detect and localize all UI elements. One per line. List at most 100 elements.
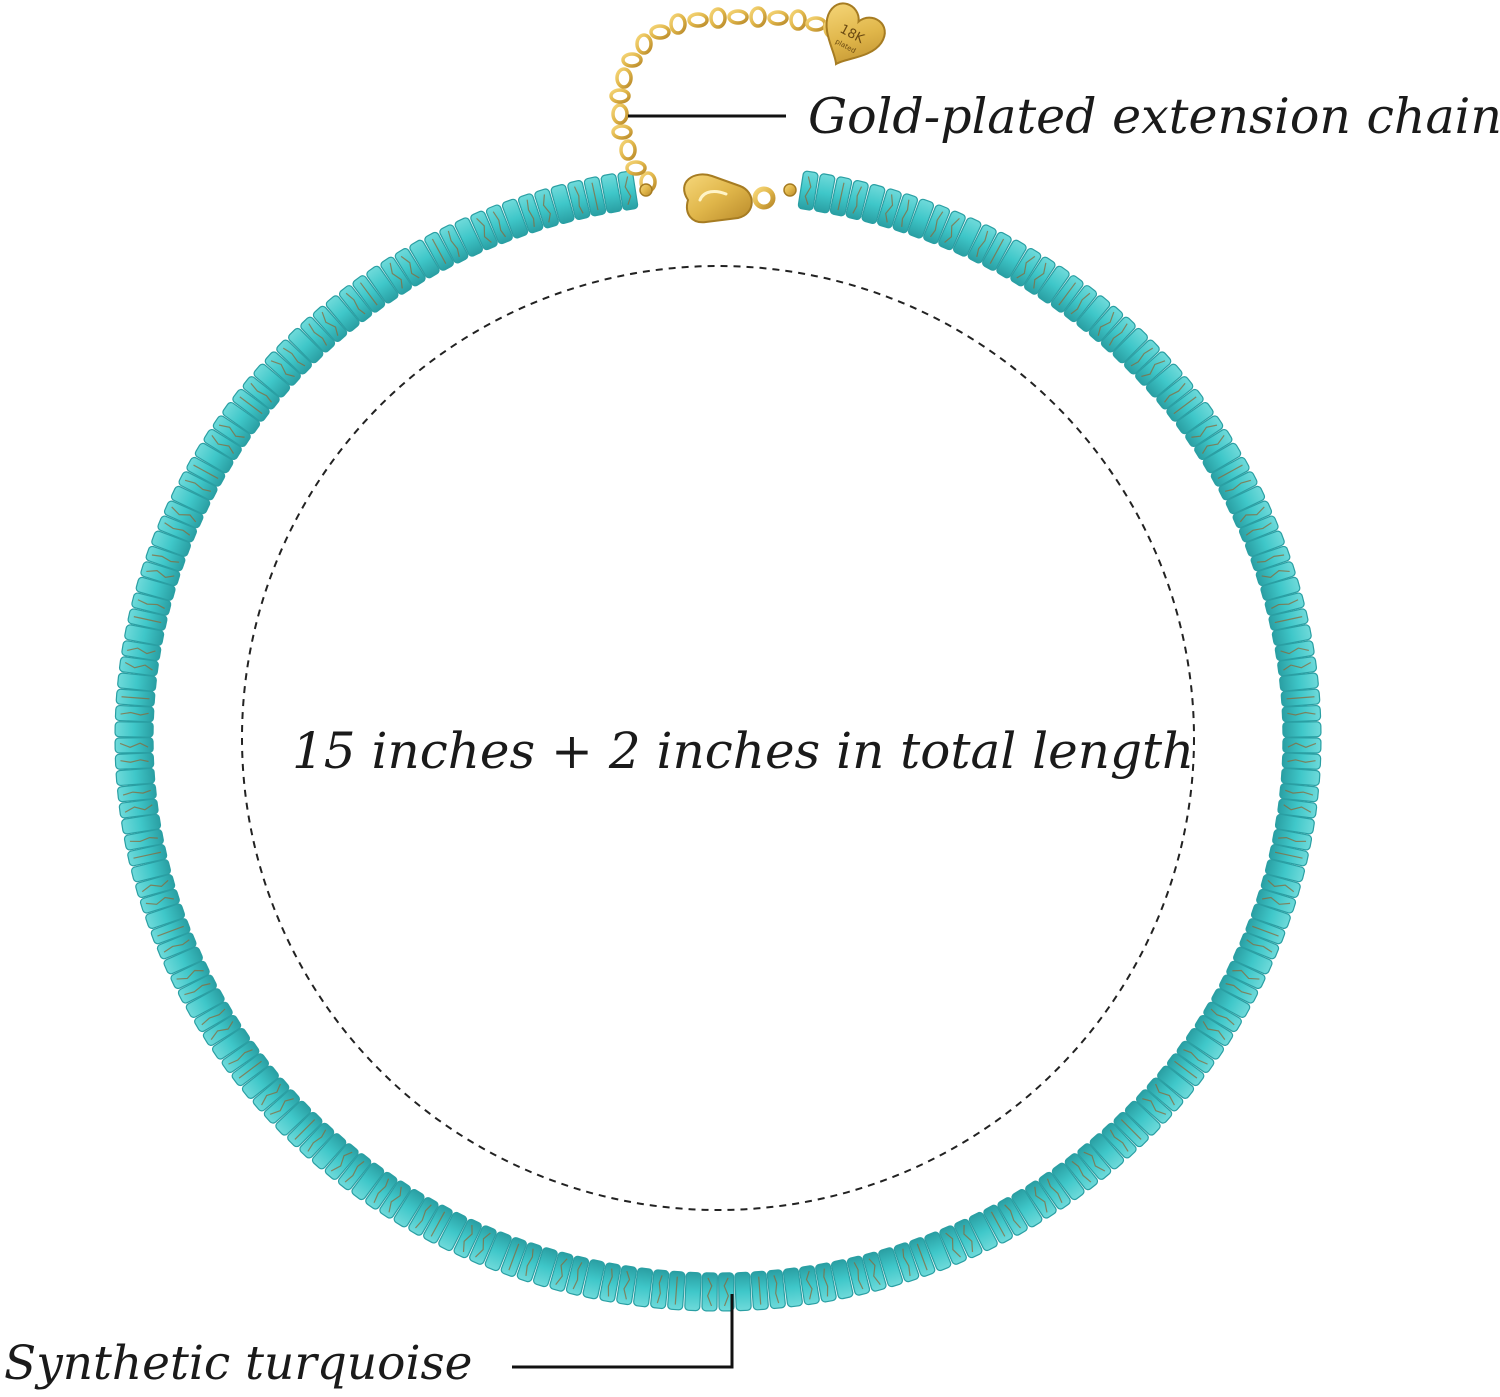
turquoise-bead <box>1185 1028 1225 1060</box>
turquoise-bead <box>1279 672 1319 692</box>
turquoise-bead <box>1088 305 1124 343</box>
turquoise-bead <box>1250 903 1291 929</box>
turquoise-bead <box>1194 428 1233 461</box>
turquoise-bead <box>115 688 156 707</box>
turquoise-bead <box>1219 974 1259 1004</box>
turquoise-bead <box>117 672 157 692</box>
chain-link <box>669 13 687 35</box>
turquoise-bead <box>118 798 159 819</box>
turquoise-bead <box>1264 592 1305 616</box>
turquoise-bead <box>338 285 373 323</box>
turquoise-bead <box>1166 388 1204 422</box>
turquoise-bead <box>684 1271 702 1312</box>
turquoise-bead <box>1260 576 1301 601</box>
turquoise-bead <box>352 275 386 313</box>
turquoise-bead <box>276 339 312 375</box>
turquoise-bead <box>140 561 181 587</box>
turquoise-bead <box>1112 327 1148 364</box>
turquoise-bead <box>123 828 164 851</box>
turquoise-bead <box>170 485 211 515</box>
turquoise-bead <box>501 198 529 239</box>
turquoise-bead <box>1272 828 1313 851</box>
turquoise-bead <box>1245 918 1286 945</box>
turquoise-bead <box>1282 721 1322 738</box>
turquoise-bead <box>288 327 324 364</box>
turquoise-bead <box>135 874 176 898</box>
turquoise-bead <box>135 576 176 601</box>
turquoise-bead <box>311 1133 347 1170</box>
turquoise-bead <box>750 1270 769 1311</box>
turquoise-bead <box>815 1262 837 1303</box>
turquoise-bead <box>967 224 997 264</box>
turquoise-bead <box>846 1255 871 1296</box>
turquoise-bead <box>121 640 162 662</box>
turquoise-bead <box>893 1242 920 1283</box>
material-label: Synthetic turquoise <box>4 1336 473 1391</box>
turquoise-bead <box>861 184 886 224</box>
turquoise-bead <box>242 376 280 410</box>
turquoise-bead <box>1146 1077 1184 1112</box>
turquoise-bead <box>797 170 819 211</box>
turquoise-bead <box>616 1265 638 1306</box>
turquoise-bead-strand <box>114 170 1322 1312</box>
turquoise-bead <box>830 1259 854 1300</box>
turquoise-bead <box>156 932 197 960</box>
chain-link <box>625 160 647 176</box>
turquoise-bead <box>115 767 156 787</box>
turquoise-bead <box>1282 736 1322 754</box>
turquoise-bead <box>438 1211 468 1252</box>
turquoise-bead <box>212 415 251 448</box>
turquoise-bead <box>130 859 172 883</box>
turquoise-bead <box>439 224 469 264</box>
turquoise-bead <box>1024 256 1056 295</box>
turquoise-bead <box>453 1218 482 1259</box>
turquoise-bead <box>117 783 157 803</box>
turquoise-bead <box>650 1269 670 1310</box>
turquoise-bead <box>409 239 440 279</box>
turquoise-bead <box>1194 1015 1234 1046</box>
turquoise-bead <box>1124 339 1160 375</box>
turquoise-bead <box>1064 1153 1099 1191</box>
chain-link <box>621 52 643 68</box>
turquoise-bead <box>131 592 172 616</box>
turquoise-bead <box>300 316 336 353</box>
turquoise-bead <box>1279 783 1319 803</box>
turquoise-bead <box>533 1247 558 1288</box>
turquoise-bead <box>299 1122 335 1159</box>
turquoise-bead <box>923 204 951 245</box>
turquoise-bead <box>1268 608 1309 631</box>
chain-link <box>789 9 807 31</box>
turquoise-bead <box>194 442 234 474</box>
turquoise-bead <box>997 1197 1028 1236</box>
turquoise-bead <box>1113 1111 1149 1148</box>
turquoise-bead <box>263 1089 301 1124</box>
turquoise-bead <box>1156 376 1194 410</box>
turquoise-bead <box>1037 265 1070 304</box>
turquoise-bead <box>1100 316 1136 353</box>
turquoise-bead <box>1050 275 1084 313</box>
turquoise-bead <box>484 1231 512 1272</box>
chain-link <box>635 33 653 55</box>
turquoise-bead <box>351 1162 385 1201</box>
turquoise-bead <box>1077 1143 1112 1180</box>
turquoise-bead <box>408 1197 439 1236</box>
material-leader-line <box>512 1294 734 1369</box>
turquoise-bead <box>924 1231 952 1272</box>
turquoise-bead <box>1271 624 1312 646</box>
lobster-clasp-icon <box>639 173 797 224</box>
turquoise-bead <box>114 736 154 754</box>
turquoise-bead <box>1256 888 1297 914</box>
turquoise-bead <box>114 704 155 723</box>
turquoise-bead <box>829 176 853 217</box>
turquoise-bead <box>717 1272 735 1312</box>
turquoise-bead <box>907 198 935 239</box>
turquoise-bead <box>1203 1001 1242 1033</box>
chain-link <box>611 103 629 125</box>
turquoise-bead <box>1281 752 1322 770</box>
turquoise-bead <box>1176 1040 1215 1073</box>
chain-link <box>609 88 631 104</box>
turquoise-bead <box>275 1100 312 1136</box>
gold-extension-chain <box>609 6 841 193</box>
turquoise-bead <box>241 1065 279 1099</box>
turquoise-bead <box>150 918 191 945</box>
